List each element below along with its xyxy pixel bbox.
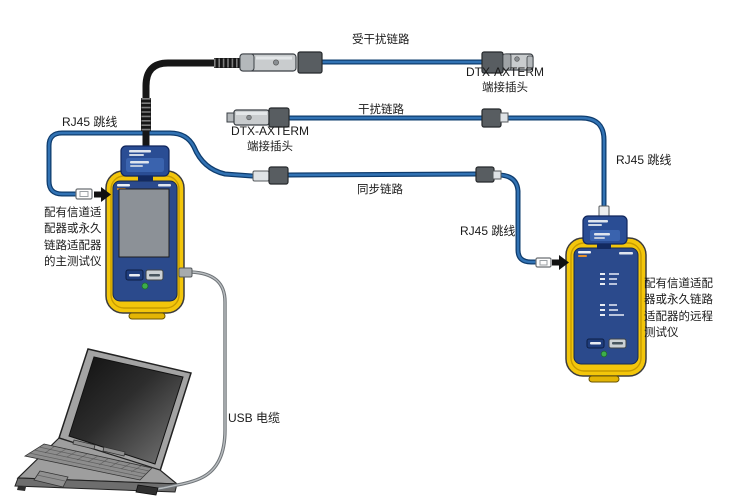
black-adapter-cord (141, 58, 240, 156)
rj45-plug-main (75, 188, 93, 200)
laptop-touchpad (33, 470, 69, 488)
dtx-axterm-left-name: DTX-AXTERM (231, 124, 309, 138)
sync-link-cable (285, 171, 480, 178)
rj45-jumper-left-label: RJ45 跳线 (62, 115, 118, 129)
rj45-jumper-left-cable (46, 130, 255, 197)
remote-tester-adapter (582, 205, 628, 249)
disturber-link-label: 干扰链路 (358, 104, 404, 116)
dtx-axterm-top-desc: 端接插头 (482, 82, 528, 94)
remote-led-group-1 (600, 273, 619, 285)
remote-tester (565, 237, 647, 383)
main-tester (105, 170, 193, 320)
rj45-plug-sync-left (252, 170, 270, 182)
usb-cable-label: USB 电缆 (228, 411, 281, 425)
rj45-jumper-right-cable (498, 115, 607, 210)
dtx-axterm-plug-victim (239, 53, 297, 72)
main-tester-screen (118, 188, 170, 258)
rj45-jumper-mid-label: RJ45 跳线 (460, 224, 516, 238)
coupler-disturber-right (481, 108, 502, 128)
laptop-keyboard (23, 443, 153, 481)
dtx-axterm-left-label: DTX-AXTERM 端接插头 (224, 124, 316, 154)
dtx-axterm-plug-left (226, 109, 270, 126)
coupler-disturber-left (268, 107, 290, 128)
coupler-sync-left (268, 166, 289, 185)
dtx-axterm-left-desc: 端接插头 (247, 141, 293, 153)
remote-tester-label: 配有信道适配 器或永久链路 适配器的远程 测试仪 (644, 278, 713, 340)
sync-link-label: 同步链路 (357, 184, 403, 196)
rj45-jumper-right-label: RJ45 跳线 (616, 153, 672, 167)
dtx-axterm-top-name: DTX-AXTERM (466, 65, 544, 79)
coupler-sync-right (475, 166, 495, 183)
usb-plug-tester (178, 267, 193, 278)
main-tester-led (141, 282, 149, 290)
remote-led (600, 350, 608, 358)
laptop (14, 348, 192, 493)
main-tester-label: 配有信道适 配器或永久 链路适配器 的主测试仪 (44, 207, 102, 269)
remote-led-group-2 (600, 304, 624, 316)
arrow-into-main (94, 187, 111, 202)
dtx-axterm-top-label: DTX-AXTERM 端接插头 (458, 65, 552, 95)
laptop-screen (68, 356, 184, 465)
arrow-into-remote (552, 255, 569, 270)
victim-link-label: 受干扰链路 (352, 34, 410, 46)
usb-cable (135, 270, 227, 496)
rj45-jumper-mid-cable (497, 172, 540, 265)
main-tester-adapter (120, 145, 170, 181)
remote-tester-face (573, 247, 639, 365)
dtx-axterm-plug-top (502, 53, 534, 71)
coupler-victim-left (297, 51, 323, 74)
rj45-plug-remote (535, 257, 552, 268)
usb-plug-laptop (135, 484, 159, 496)
